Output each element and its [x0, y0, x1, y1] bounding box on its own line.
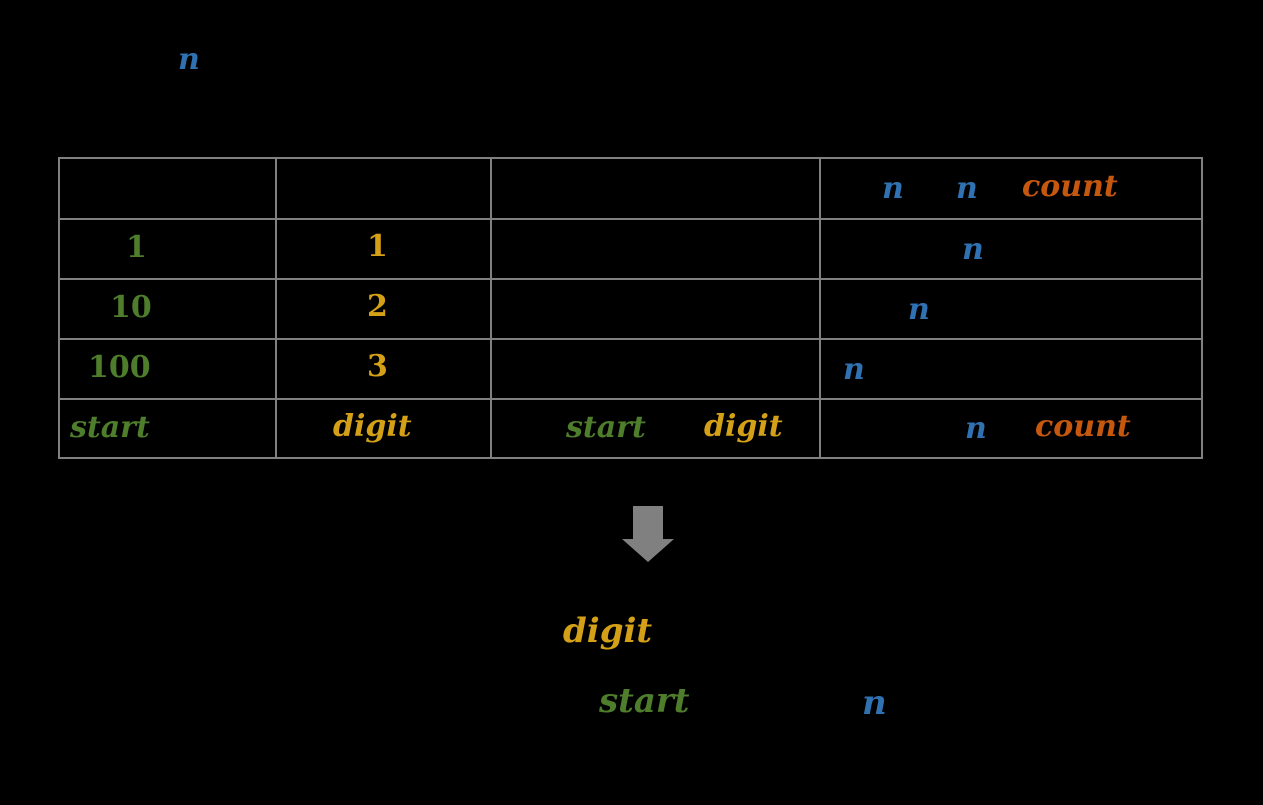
row-1-start-value: 1 [126, 230, 147, 265]
row-1-result-n: n [962, 232, 984, 267]
header-n-second: n [956, 171, 978, 206]
row-3-start-value: 100 [88, 350, 151, 385]
table-col-divider-3 [819, 159, 821, 457]
conclusion-n: n [862, 683, 887, 723]
footer-col3-start: start [566, 410, 646, 445]
row-3-digit-value: 3 [367, 349, 388, 384]
footer-col1-start: start [70, 410, 150, 445]
row-3-result-n: n [843, 352, 865, 387]
row-1-digit-value: 1 [367, 229, 388, 264]
table-col-divider-2 [490, 159, 492, 457]
footer-col4-count: count [1035, 409, 1131, 444]
digit-count-table [58, 157, 1203, 459]
table-row-divider-3 [60, 338, 1201, 340]
conclusion-start: start [599, 681, 690, 721]
table-row-divider-2 [60, 278, 1201, 280]
row-2-result-n: n [908, 292, 930, 327]
top-caption-n: n [178, 42, 200, 77]
footer-col3-digit: digit [704, 409, 783, 444]
header-count: count [1022, 169, 1118, 204]
header-n-first: n [882, 171, 904, 206]
down-arrow-icon [622, 506, 674, 562]
table-row-divider-1 [60, 218, 1201, 220]
conclusion-digit: digit [563, 611, 653, 651]
table-row-divider-4 [60, 398, 1201, 400]
row-2-start-value: 10 [110, 290, 152, 325]
footer-col4-n: n [965, 411, 987, 446]
footer-col2-digit: digit [333, 409, 412, 444]
row-2-digit-value: 2 [367, 289, 388, 324]
table-col-divider-1 [275, 159, 277, 457]
